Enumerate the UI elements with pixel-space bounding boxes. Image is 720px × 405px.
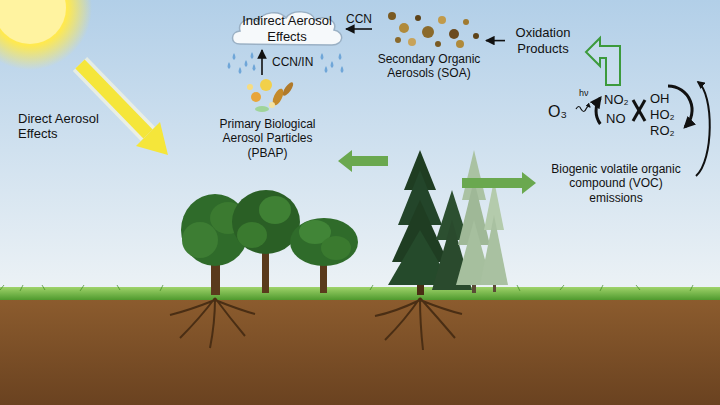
- pbap-node: Primary Biological Aerosol Particles (PB…: [200, 75, 335, 160]
- cloud-node: Indirect Aerosol Effects: [228, 8, 346, 50]
- pbap-particles: [200, 75, 335, 117]
- edge-label: CCN: [346, 13, 372, 27]
- node-text: Secondary Organic Aerosols (SOA): [373, 52, 485, 81]
- soa-particles: [372, 8, 486, 52]
- arrow-connector: [261, 50, 263, 75]
- chem-species: OH: [650, 92, 670, 107]
- voc-node: Biogenic volatile organic compound (VOC)…: [540, 162, 692, 205]
- photon-label: hν: [579, 88, 589, 98]
- node-text: Primary Biological Aerosol Particles (PB…: [206, 117, 329, 160]
- node-text: Oxidation Products: [507, 25, 579, 56]
- arrow-connector: [346, 28, 372, 30]
- effect-label: Direct Aerosol Effects: [18, 112, 118, 142]
- chem-species: O₃: [548, 103, 567, 121]
- node-text: Biogenic volatile organic compound (VOC)…: [542, 162, 690, 205]
- arrow-connector: [486, 40, 505, 42]
- soa-node: Secondary Organic Aerosols (SOA): [372, 8, 486, 81]
- chem-species: RO₂: [650, 124, 675, 139]
- oxidation-node: Oxidation Products: [505, 25, 581, 56]
- edge-label: CCN/IN: [272, 56, 313, 70]
- chem-species: HO₂: [650, 108, 675, 123]
- node-text: Indirect Aerosol Effects: [238, 13, 336, 44]
- chem-species: NO₂: [604, 93, 629, 108]
- chem-species: NO: [606, 112, 626, 127]
